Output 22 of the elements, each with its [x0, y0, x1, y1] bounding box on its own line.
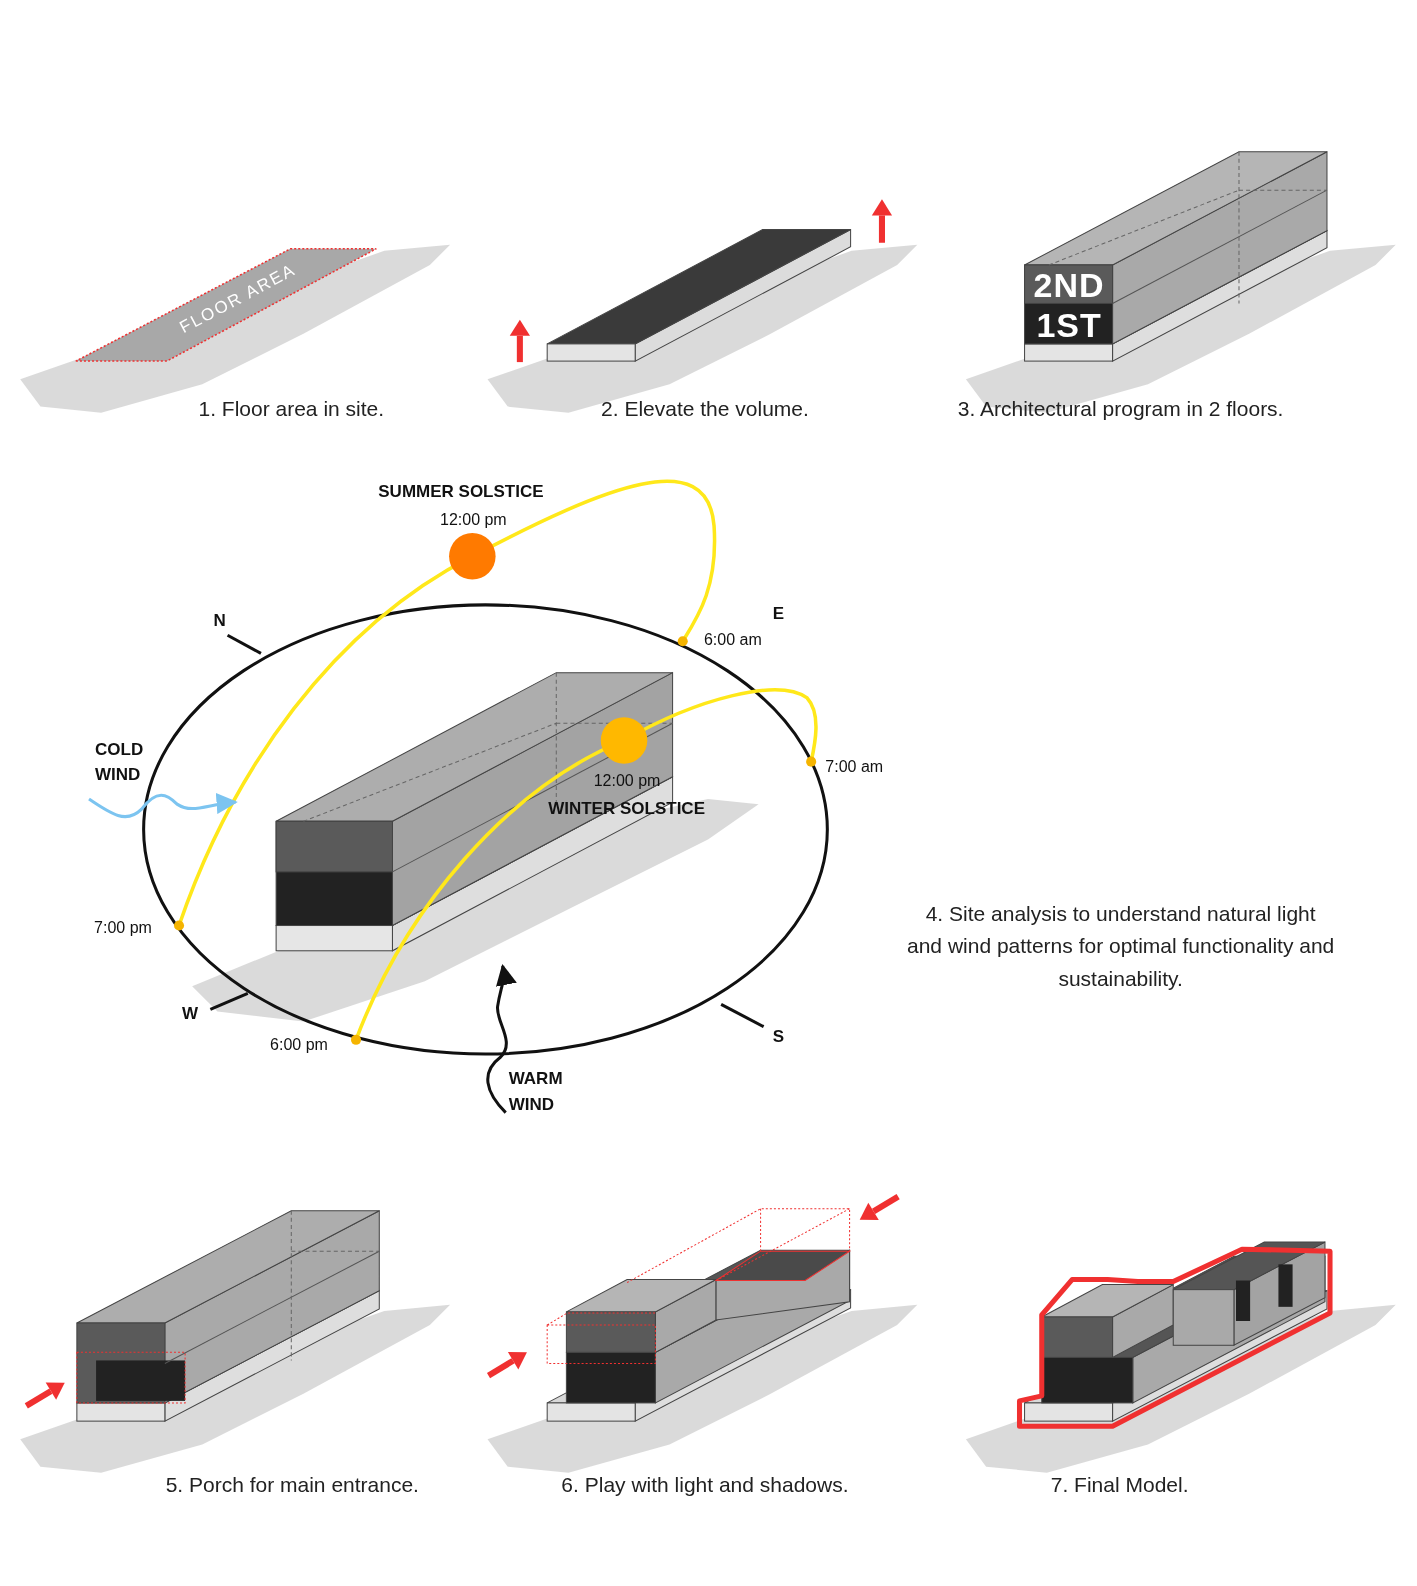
compass-letter: S [772, 1026, 785, 1047]
compass-letter: W [182, 1004, 199, 1025]
time-label: 7:00 pm [94, 919, 152, 938]
compass-letter: E [772, 603, 785, 624]
wind-label: COLD WIND [95, 738, 145, 786]
caption: 4. Site analysis to understand natural light and wind patterns for optimal functionality and sustainability. [906, 900, 1336, 992]
caption: 6. Play with light and shadows. [561, 1472, 849, 1497]
time-label: 12:00 pm [440, 510, 507, 529]
wind-label: WARM WIND [508, 1067, 564, 1116]
floor-label: 1ST [1036, 305, 1102, 345]
caption: 2. Elevate the volume. [601, 396, 809, 421]
caption: 7. Final Model. [1050, 1472, 1189, 1497]
caption: 3. Architectural program in 2 floors. [957, 396, 1284, 421]
time-label: 6:00 am [703, 631, 762, 650]
time-label: 6:00 pm [270, 1035, 328, 1054]
compass-letter: N [213, 611, 226, 631]
time-label: 12:00 pm [593, 771, 661, 790]
floor-label: 2ND [1033, 265, 1105, 305]
caption: 1. Floor area in site. [198, 396, 385, 421]
caption: 5. Porch for main entrance. [165, 1472, 419, 1497]
solstice-label: SUMMER SOLSTICE [378, 481, 544, 502]
time-label: 7:00 am [825, 757, 884, 776]
